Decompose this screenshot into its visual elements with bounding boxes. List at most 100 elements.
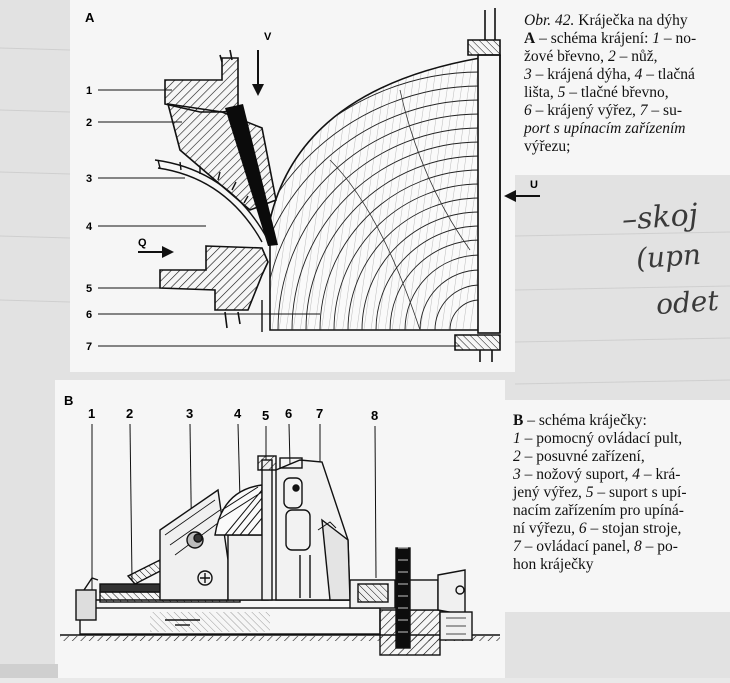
caption-text: 8 (633, 538, 642, 555)
caption-b: B – schéma kráječky:1 – pomocný ovládací… (513, 412, 725, 574)
caption-text: – suport s upí- (593, 484, 687, 501)
callout-a-2: 2 (86, 117, 92, 129)
caption-a-panel (515, 0, 730, 175)
force-q-label: Q (138, 237, 147, 249)
handwritten-note-1: –skoj (620, 197, 700, 238)
callout-a-6: 6 (86, 309, 92, 321)
cut-veneer (154, 159, 269, 243)
caption-text: hon kráječky (513, 556, 594, 573)
figure-a-callouts: 1 2 3 4 5 6 7 (86, 85, 93, 353)
knife-blade (225, 104, 278, 246)
caption-text: – krájená dýha, (531, 66, 635, 83)
caption-text: výřezu; (524, 138, 571, 155)
caption-a-line: výřezu; (524, 138, 729, 156)
caption-a-line: žové břevno, 2 – nůž, (524, 48, 729, 66)
handwritten-note-2: (upn (634, 237, 702, 276)
callout-a-5: 5 (86, 283, 92, 295)
force-v-label: V (264, 31, 272, 43)
caption-b-panel (505, 400, 730, 612)
caption-text: žové břevno, (524, 48, 608, 65)
caption-a-line: 3 – krájená dýha, 4 – tlačná (524, 66, 729, 84)
caption-b-line: B – schéma kráječky: (513, 412, 725, 430)
caption-a-line: Obr. 42. Kráječka na dýhy (524, 12, 729, 30)
arrow-u-icon (504, 190, 516, 202)
arrow-v-icon (252, 84, 264, 96)
caption-text: – no- (660, 30, 697, 47)
callout-a-4: 4 (86, 221, 93, 233)
figure-b-letter: B (64, 393, 73, 408)
caption-text: 3 (524, 66, 532, 83)
caption-text: 2 (513, 448, 521, 465)
callout-b-4: 4 (234, 406, 242, 421)
caption-text: 7 (639, 102, 648, 119)
callout-b-6: 6 (285, 406, 292, 421)
caption-text: 4 (632, 466, 641, 483)
caption-text: – posuvné zařízení, (520, 448, 645, 465)
caption-text: – stojan stroje, (586, 520, 682, 537)
force-u-label: U (530, 179, 538, 191)
caption-text: – schéma kráječky: (523, 412, 647, 429)
callout-b-5: 5 (262, 408, 269, 423)
figure-b: B 1 2 3 4 5 6 7 8 (60, 393, 500, 656)
figure-b-callouts: 1 2 3 4 5 6 7 8 (88, 406, 378, 423)
caption-b-line: ní výřezu, 6 – stojan stroje, (513, 520, 725, 538)
caption-text: 3 (513, 466, 521, 483)
caption-text: – su- (647, 102, 682, 119)
caption-text: 6 (524, 102, 532, 119)
caption-text: – po- (641, 538, 678, 555)
caption-text: – ovládací panel, (520, 538, 634, 555)
caption-a-line: 6 – krájený výřez, 7 – su- (524, 102, 729, 120)
callout-b-2: 2 (126, 406, 133, 421)
caption-a-line: A – schéma krájení: 1 – no- (524, 30, 729, 48)
caption-b-line: 2 – posuvné zařízení, (513, 448, 725, 466)
callout-a-3: 3 (86, 173, 92, 185)
caption-text: Kráječka na dýhy (574, 12, 688, 29)
caption-text: A (524, 30, 536, 47)
callout-b-1: 1 (88, 406, 95, 421)
caption-text: 7 (513, 538, 521, 555)
caption-b-line: 1 – pomocný ovládací pult, (513, 430, 725, 448)
caption-text: 5 (557, 84, 566, 101)
caption-b-line: 7 – ovládací panel, 8 – po- (513, 538, 725, 556)
callout-a-7: 7 (86, 341, 92, 353)
caption-text: – nožový suport, (520, 466, 633, 483)
caption-text: – nůž, (615, 48, 658, 65)
caption-text: – tlačná (642, 66, 695, 83)
caption-text: – krá- (640, 466, 681, 483)
caption-text: 1 (513, 430, 521, 447)
caption-text: jený výřez, (513, 484, 586, 501)
caption-b-line: jený výřez, 5 – suport s upí- (513, 484, 725, 502)
caption-text: – tlačné břevno, (565, 84, 669, 101)
clamp-support (454, 8, 501, 362)
caption-text: 5 (585, 484, 594, 501)
caption-text: 1 (652, 30, 661, 47)
callout-b-3: 3 (186, 406, 193, 421)
handwritten-note-3: odet (654, 283, 720, 322)
caption-text: B (513, 412, 524, 429)
arrow-q-icon (162, 246, 174, 258)
caption-text: lišta, (524, 84, 558, 101)
callout-b-8: 8 (371, 408, 378, 423)
caption-text: 2 (607, 48, 616, 65)
caption-text: Obr. 42. (524, 12, 575, 29)
caption-text: – schéma krájení: (535, 30, 653, 47)
force-arrows: V U Q (138, 31, 540, 258)
caption-text: – krájený výřez, (531, 102, 640, 119)
clamp-support-b (257, 455, 277, 601)
caption-text: – pomocný ovládací pult, (520, 430, 683, 447)
callout-a-1: 1 (86, 85, 92, 97)
caption-a-line: port s upínacím zařízením (524, 120, 729, 138)
caption-text: ní výřezu, (513, 520, 579, 537)
caption-text: nacím zařízením pro upíná- (513, 502, 684, 519)
caption-b-line: 3 – nožový suport, 4 – krá- (513, 466, 725, 484)
caption-b-line: nacím zařízením pro upíná- (513, 502, 725, 520)
drive-unit (349, 547, 473, 649)
caption-a-line: lišta, 5 – tlačné břevno, (524, 84, 729, 102)
caption-b-line: hon kráječky (513, 556, 725, 574)
caption-text: 4 (634, 66, 643, 83)
caption-text: port s upínacím zařízením (524, 120, 686, 137)
callout-b-7: 7 (316, 406, 323, 421)
